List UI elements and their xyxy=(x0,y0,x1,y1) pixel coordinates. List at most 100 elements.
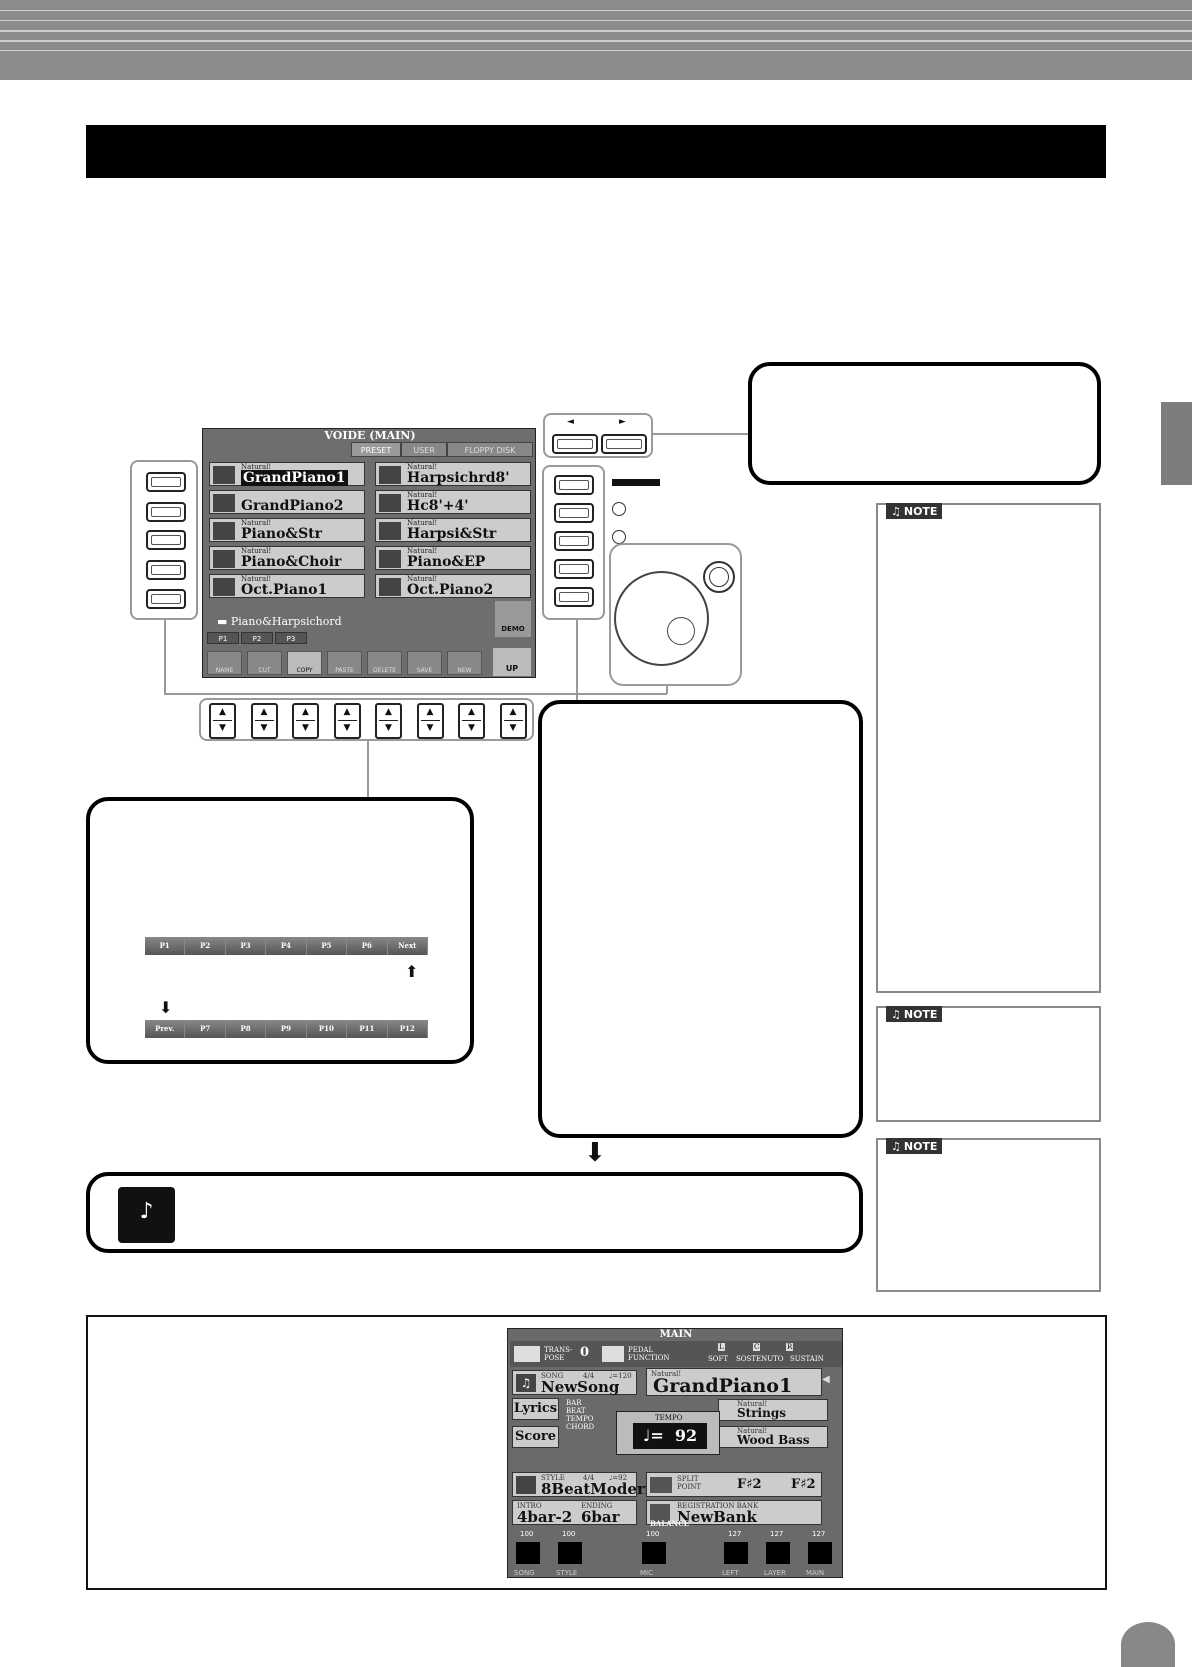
voice-button[interactable]: Natural!GrandPiano1 xyxy=(209,462,365,486)
voice-button[interactable]: Natural!Harpsichrd8' xyxy=(375,462,531,486)
page-tab[interactable]: P5 xyxy=(306,937,348,955)
page-tab[interactable]: P8 xyxy=(225,1020,267,1038)
main-voice-button[interactable]: Natural! GrandPiano1 xyxy=(646,1368,822,1397)
song-name: NewSong xyxy=(541,1378,620,1396)
left-voice-button[interactable]: Natural! Wood Bass xyxy=(718,1426,828,1448)
layer-voice-name: Strings xyxy=(737,1406,786,1420)
button-h[interactable] xyxy=(554,531,594,551)
updown-button-1[interactable]: ▲▼ xyxy=(209,703,236,739)
updown-button-7[interactable]: ▲▼ xyxy=(458,703,485,739)
intro-ending-button[interactable]: INTRO ENDING 4bar-2 6bar xyxy=(512,1500,637,1526)
song-meter: 4/4 xyxy=(583,1372,595,1380)
function-delete[interactable]: DELETE xyxy=(367,651,402,675)
balance-fader[interactable] xyxy=(558,1542,582,1564)
tab-preset[interactable]: PRESET xyxy=(351,442,401,457)
page-tab[interactable]: P10 xyxy=(306,1020,348,1038)
style-button[interactable]: STYLE 4/4 ♩=92 8BeatModern xyxy=(512,1472,656,1498)
page-tab-p1[interactable]: P1 xyxy=(207,632,239,644)
updown-button-5[interactable]: ▲▼ xyxy=(375,703,402,739)
voice-button[interactable]: Natural!Oct.Piano1 xyxy=(209,574,365,598)
up-triangle-icon: ▲ xyxy=(468,707,475,717)
page-tab[interactable]: Next xyxy=(387,937,428,955)
updown-button-2[interactable]: ▲▼ xyxy=(250,703,278,739)
voice-button[interactable]: Natural!Piano&Choir xyxy=(209,546,365,570)
nav-right-button[interactable] xyxy=(601,434,647,454)
page-tab-p2[interactable]: P2 xyxy=(241,632,273,644)
layer-voice-button[interactable]: Natural! Strings xyxy=(718,1399,828,1421)
voice-name: Harpsi&Str xyxy=(407,526,497,542)
function-paste[interactable]: PASTE xyxy=(327,651,362,675)
updown-button-4[interactable]: ▲▼ xyxy=(333,703,361,739)
balance-fader[interactable] xyxy=(642,1542,666,1564)
up-button[interactable]: UP xyxy=(493,648,531,676)
balance-fader[interactable] xyxy=(724,1542,748,1564)
button-e[interactable] xyxy=(146,589,186,609)
page-tab[interactable]: P3 xyxy=(225,937,267,955)
voice-button[interactable]: GrandPiano2 xyxy=(209,490,365,514)
function-save[interactable]: SAVE xyxy=(407,651,442,675)
nav-left-button[interactable] xyxy=(552,434,598,454)
updown-button-8[interactable]: ▲▼ xyxy=(499,703,527,739)
ending-value: 6bar xyxy=(581,1508,620,1526)
split-point-button[interactable]: SPLIT POINT F♯2 F♯2 xyxy=(646,1472,822,1497)
enter-button[interactable] xyxy=(703,561,735,593)
left-chevron-icon[interactable]: ◀ xyxy=(822,1374,830,1385)
callout-box-center xyxy=(538,700,863,1138)
function-new[interactable]: NEW xyxy=(447,651,482,675)
button-i[interactable] xyxy=(554,559,594,579)
page-tab[interactable]: P4 xyxy=(266,937,307,955)
song-button[interactable]: ♫ SONG 4/4 ♩=120 NewSong xyxy=(512,1370,637,1396)
page-tab[interactable]: P12 xyxy=(387,1020,428,1038)
function-copy[interactable]: COPY xyxy=(287,651,322,675)
page-tab[interactable]: P9 xyxy=(266,1020,307,1038)
score-button[interactable]: Score xyxy=(512,1426,559,1448)
page-tab[interactable]: P11 xyxy=(347,1020,388,1038)
voice-name: GrandPiano2 xyxy=(241,498,344,514)
balance-fader[interactable] xyxy=(766,1542,790,1564)
page-tab[interactable]: P2 xyxy=(185,937,226,955)
page-tab-p3[interactable]: P3 xyxy=(275,632,307,644)
page-tab[interactable]: P1 xyxy=(145,937,186,955)
indicator-lamp xyxy=(612,502,626,516)
balance-fader[interactable] xyxy=(808,1542,832,1564)
button-g[interactable] xyxy=(554,503,594,523)
button-b[interactable] xyxy=(146,502,186,522)
down-triangle-icon: ▼ xyxy=(260,723,268,733)
style-name: 8BeatModern xyxy=(541,1480,656,1498)
note-label: NOTE xyxy=(903,504,938,518)
voice-button[interactable]: Natural!Oct.Piano2 xyxy=(375,574,531,598)
demo-button[interactable]: DEMO xyxy=(495,601,531,637)
page-tab[interactable]: Prev. xyxy=(145,1020,186,1038)
left-voice-natural: Natural! xyxy=(737,1427,768,1435)
page-tab[interactable]: P7 xyxy=(185,1020,226,1038)
data-dial[interactable] xyxy=(614,571,709,666)
button-f[interactable] xyxy=(554,475,594,495)
registration-bank-button[interactable]: REGISTRATION BANK NewBank xyxy=(646,1500,822,1526)
function-cut[interactable]: CUT xyxy=(247,651,282,675)
button-c[interactable] xyxy=(146,530,186,550)
note-label: NOTE xyxy=(903,1007,938,1021)
page-tab[interactable]: P6 xyxy=(347,937,388,955)
voice-button[interactable]: Natural!Piano&EP xyxy=(375,546,531,570)
tempo-popup-value: ♩= 92 xyxy=(633,1423,707,1449)
lyrics-button[interactable]: Lyrics xyxy=(512,1398,559,1420)
voice-button[interactable]: Natural!Piano&Str xyxy=(209,518,365,542)
updown-button-3[interactable]: ▲▼ xyxy=(292,703,319,739)
tab-floppy-disk[interactable]: FLOPPY DISK xyxy=(447,442,533,457)
button-a[interactable] xyxy=(146,472,186,492)
function-name[interactable]: NAME xyxy=(207,651,242,675)
fader-label: LAYER xyxy=(764,1569,786,1577)
voice-name: Harpsichrd8' xyxy=(407,470,510,486)
button-j[interactable] xyxy=(554,587,594,607)
folder-path: ▬ Piano&Harpsichord xyxy=(217,615,342,628)
voice-button[interactable]: Natural!Harpsi&Str xyxy=(375,518,531,542)
pedal-name-sostenuto: SOSTENUTO xyxy=(736,1355,784,1363)
up-triangle-icon: ▲ xyxy=(385,707,392,717)
button-d[interactable] xyxy=(146,560,186,580)
voice-button[interactable]: Natural!Hc8'+4' xyxy=(375,490,531,514)
updown-button-6[interactable]: ▲▼ xyxy=(416,703,444,739)
tab-user[interactable]: USER xyxy=(401,442,447,457)
up-arrow-icon: ⬆ xyxy=(405,962,419,981)
balance-fader[interactable] xyxy=(516,1542,540,1564)
section-title-bar xyxy=(86,125,1106,178)
